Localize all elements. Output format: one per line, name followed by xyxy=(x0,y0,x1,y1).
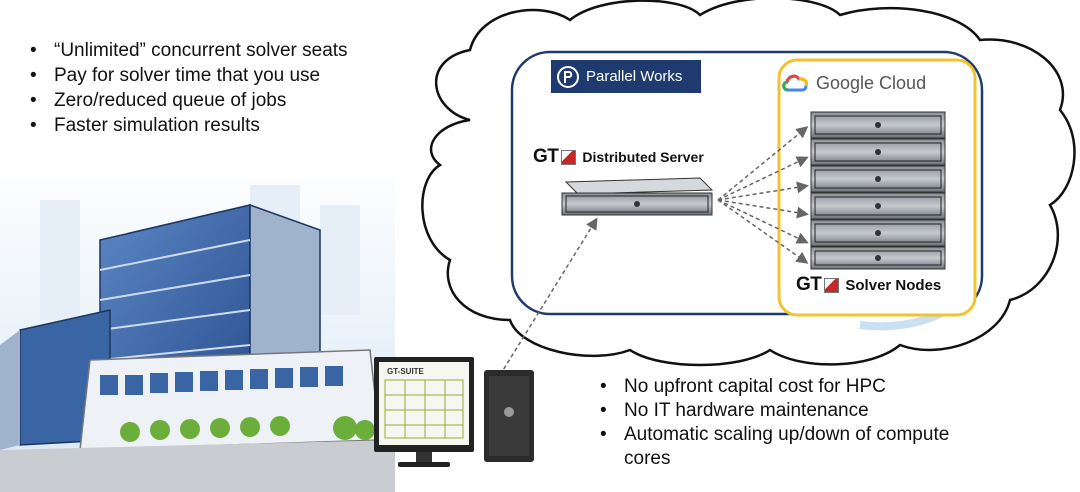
benefits-list-left: “Unlimited” concurrent solver seats Pay … xyxy=(28,38,348,138)
workstation-server-arrow xyxy=(490,217,598,386)
solver-node xyxy=(810,219,946,247)
gt-logo-icon xyxy=(561,149,577,165)
benefit-item: Faster simulation results xyxy=(28,113,348,138)
solver-node-stack xyxy=(810,111,946,270)
office-building-illustration xyxy=(0,160,395,492)
benefits-list-right: No upfront capital cost for HPC No IT ha… xyxy=(598,375,978,471)
solver-nodes-text: Solver Nodes xyxy=(845,276,942,294)
solver-node xyxy=(810,246,946,270)
benefit-item: Zero/reduced queue of jobs xyxy=(28,88,348,113)
google-cloud-icon xyxy=(782,74,808,92)
gt-suite-screen-title: GT-SUITE xyxy=(387,367,424,376)
benefit-item: No IT hardware maintenance xyxy=(598,399,978,423)
benefit-item: Pay for solver time that you use xyxy=(28,63,348,88)
gt-logo-icon xyxy=(824,277,840,293)
cloud-inner-frame xyxy=(510,50,984,316)
solver-node xyxy=(810,192,946,220)
parallel-works-logo: Parallel Works xyxy=(551,60,701,93)
distributed-server xyxy=(561,177,714,216)
benefit-item: Automatic scaling up/down of compute cor… xyxy=(598,423,978,471)
benefit-item: No upfront capital cost for HPC xyxy=(598,375,978,399)
solver-node xyxy=(810,111,946,139)
google-cloud-label: Google Cloud xyxy=(816,72,927,93)
gt-logo-text: GT xyxy=(796,274,822,295)
server-to-node-arrows xyxy=(717,126,809,264)
solver-nodes-label: GT Solver Nodes xyxy=(796,274,941,296)
distributed-server-label: GT Distributed Server xyxy=(533,146,704,168)
parallel-works-icon xyxy=(557,65,579,88)
gt-logo-text: GT xyxy=(533,146,559,167)
solver-node xyxy=(810,165,946,193)
solver-node xyxy=(810,138,946,166)
cloud-shape xyxy=(421,0,1076,367)
parallel-works-label: Parallel Works xyxy=(586,68,683,85)
google-cloud-logo: Google Cloud xyxy=(780,66,972,100)
benefit-item: “Unlimited” concurrent solver seats xyxy=(28,38,348,63)
workstation xyxy=(374,357,534,467)
distributed-server-text: Distributed Server xyxy=(582,149,704,165)
